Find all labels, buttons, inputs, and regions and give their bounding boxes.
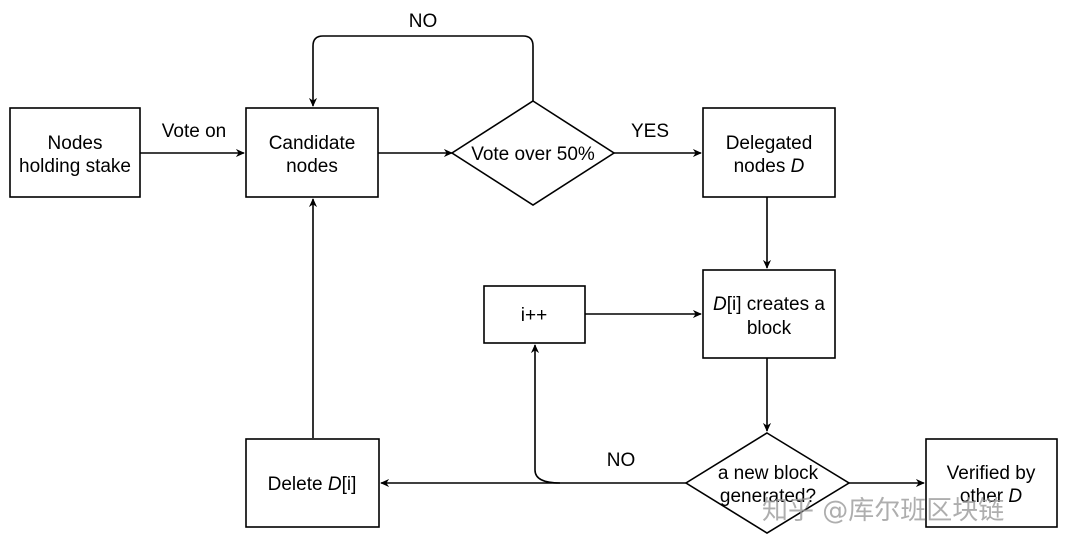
node-label-variable: D xyxy=(713,294,727,315)
edge-labels: Vote on NO YES NO xyxy=(162,11,669,471)
node-label-line: D[i] creates a xyxy=(713,294,825,315)
node-candidate-nodes: Candidate nodes xyxy=(245,107,379,198)
node-label-line: i++ xyxy=(521,305,547,326)
edge-label-yes: YES xyxy=(631,121,669,142)
edge-label-no-top: NO xyxy=(409,11,438,32)
node-label-line: Candidate xyxy=(269,133,356,154)
node-label-line: Nodes xyxy=(48,133,103,154)
node-label-text: nodes xyxy=(734,156,791,177)
node-label-line: holding stake xyxy=(19,156,131,177)
decision-label-line: generated? xyxy=(720,486,816,507)
node-label-line: Verified by xyxy=(947,463,1036,484)
node-label-line: other D xyxy=(960,486,1023,507)
decision-label: Vote over 50% xyxy=(471,144,595,165)
edge-label-vote-on: Vote on xyxy=(162,121,226,142)
node-label-text: [i] xyxy=(342,474,357,495)
node-creates-block: D[i] creates a block xyxy=(702,269,836,359)
edge-no-to-increment xyxy=(530,344,561,484)
node-label-text: other xyxy=(960,486,1009,507)
decision-new-block-generated: a new block generated? xyxy=(684,432,851,534)
watermark: 知乎 @库尔班区块链 xyxy=(762,496,1004,526)
node-label-variable: D xyxy=(791,156,805,177)
node-nodes-holding-stake: Nodes holding stake xyxy=(9,107,141,198)
edge-label-no-bottom: NO xyxy=(607,450,636,471)
node-label-line: nodes D xyxy=(734,156,805,177)
node-verified-by-other-d: Verified by other D xyxy=(925,438,1058,528)
node-label-text: [i] creates a xyxy=(727,294,826,315)
node-label-line: Delegated xyxy=(726,133,813,154)
node-increment-i: i++ xyxy=(483,285,586,344)
node-label-line: Delete D[i] xyxy=(268,474,357,495)
node-label-line: block xyxy=(747,318,792,339)
edges xyxy=(140,35,925,488)
node-label-text: Delete xyxy=(268,474,328,495)
node-label-variable: D xyxy=(328,474,342,495)
node-delete-d-i: Delete D[i] xyxy=(245,438,380,528)
decision-label-line: a new block xyxy=(718,463,819,484)
node-label-variable: D xyxy=(1008,486,1022,507)
node-label-line: nodes xyxy=(286,156,338,177)
node-delegated-nodes: Delegated nodes D xyxy=(702,107,836,198)
decision-vote-over-50: Vote over 50% xyxy=(450,100,616,206)
edge-vote-no-loop xyxy=(308,35,534,107)
